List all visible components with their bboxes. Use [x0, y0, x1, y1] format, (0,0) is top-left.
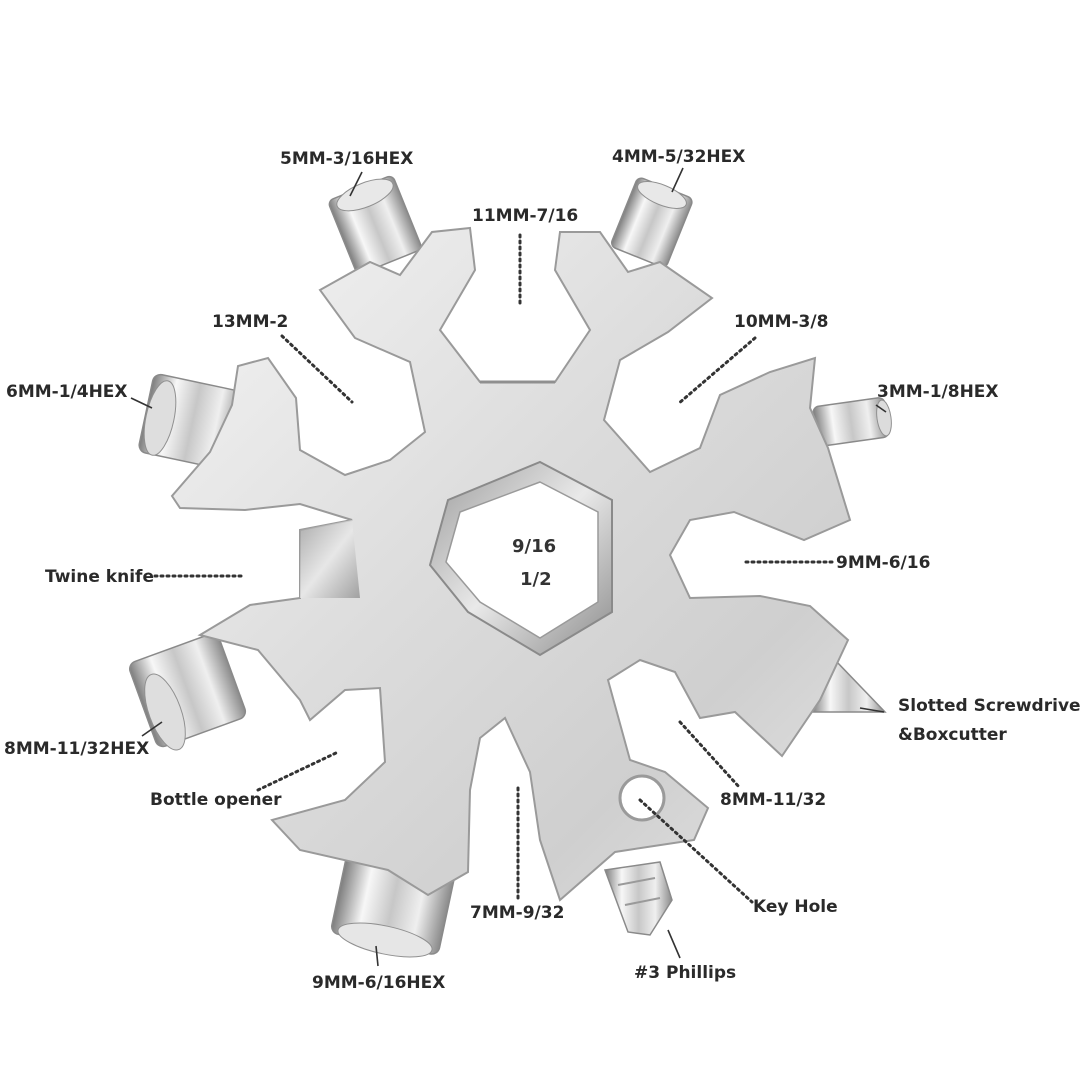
leader-phillips	[667, 929, 681, 959]
dots-13mm	[280, 334, 354, 404]
dots-8mm	[678, 720, 742, 790]
label-bottle-opener: Bottle opener	[150, 790, 282, 810]
label-10mm: 10MM-3/8	[734, 312, 828, 332]
leader-3mm-hex	[875, 404, 887, 413]
label-phillips: #3 Phillips	[634, 963, 736, 983]
phillips-bit	[603, 861, 673, 936]
label-boxcutter: &Boxcutter	[898, 725, 1007, 745]
center-size-label-2: 1/2	[520, 569, 552, 590]
hex-bit-5mm	[328, 175, 422, 275]
center-size-label-1: 9/16	[512, 536, 556, 557]
leader-4mm-hex	[671, 167, 684, 193]
label-13mm: 13MM-2	[212, 312, 288, 332]
leader-lines	[130, 167, 887, 967]
leader-9mm-hex	[375, 945, 379, 967]
leader-slotted	[859, 707, 885, 713]
twine-knife-slot	[300, 520, 360, 598]
dots-bottle-opener	[256, 750, 340, 792]
dots-10mm	[676, 336, 757, 406]
leader-5mm-hex	[349, 171, 363, 197]
leader-8mm-hex	[141, 721, 163, 737]
label-4mm-hex: 4MM-5/32HEX	[612, 147, 745, 167]
label-slotted-screwdriver: Slotted Screwdriver	[898, 696, 1080, 716]
label-9mm-hex: 9MM-6/16HEX	[312, 973, 445, 993]
center-hex-hole	[445, 481, 599, 639]
label-6mm-hex: 6MM-1/4HEX	[6, 382, 128, 402]
label-key-hole: Key Hole	[753, 897, 838, 917]
label-twine-knife: Twine knife	[45, 567, 154, 587]
key-hole	[618, 774, 666, 822]
label-7mm: 7MM-9/32	[470, 903, 564, 923]
label-3mm-hex: 3MM-1/8HEX	[877, 382, 999, 402]
label-8mm: 8MM-11/32	[720, 790, 826, 810]
hex-bit-8mm	[129, 633, 247, 751]
hex-bit-3mm	[812, 397, 892, 447]
hex-bit-4mm	[611, 177, 693, 268]
label-5mm-hex: 5MM-3/16HEX	[280, 149, 413, 169]
leader-6mm-hex	[130, 397, 153, 409]
label-8mm-hex: 8MM-11/32HEX	[4, 739, 149, 759]
dots-key-hole	[638, 798, 754, 904]
label-11mm: 11MM-7/16	[472, 206, 578, 226]
label-9mm: 9MM-6/16	[836, 553, 930, 573]
